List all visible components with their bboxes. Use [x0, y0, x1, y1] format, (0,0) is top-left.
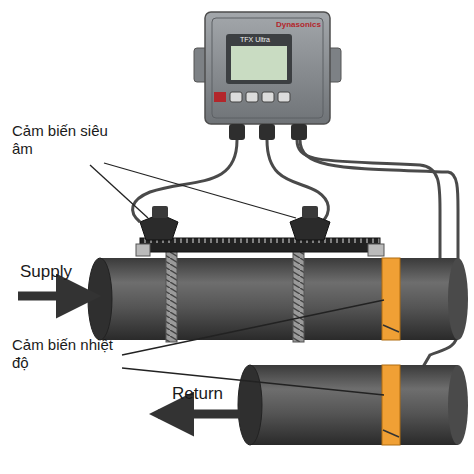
- display-unit: [194, 12, 341, 140]
- brand-label: Dynasonics: [276, 20, 321, 30]
- ultrasonic-transducer: [290, 206, 330, 240]
- callout-label: Cảm biến nhiệt độ: [12, 336, 116, 372]
- flow-arrow: [158, 410, 240, 419]
- callout-label: Cảm biến siêu âm: [12, 122, 110, 158]
- return-pipe: [238, 365, 468, 445]
- ultrasonic-transducer: [140, 206, 178, 240]
- model-label: TFX Ultra: [240, 36, 270, 44]
- leader-lines: [90, 163, 384, 395]
- flow-label: Supply: [20, 262, 72, 282]
- clamp-strap: [293, 246, 304, 342]
- flow-arrow: [18, 292, 92, 301]
- temperature-sensor: [382, 365, 400, 445]
- flow-label: Return: [172, 384, 223, 404]
- supply-pipe: [88, 258, 468, 340]
- clamp-strap: [166, 246, 177, 342]
- mounting-rail: [136, 238, 384, 256]
- temperature-sensor: [382, 258, 400, 340]
